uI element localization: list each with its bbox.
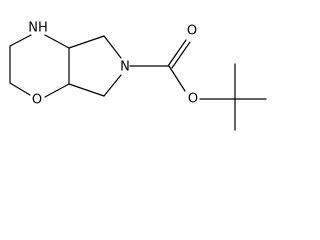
bond-carbonyl-double-2 [171,41,191,69]
bond-ch2-bottom-ch [68,83,105,97]
bond-ring-ch-nh [44,34,70,49]
atom-label-ring-o: O [32,93,42,108]
atom-label-ester-o: O [188,92,198,107]
bond-carbonyl-double-1 [167,39,187,67]
bond-ring-ch2-o-left [9,82,31,96]
bond-carbonyl-ester-o [168,65,186,92]
bond-ch2-top-n [103,35,122,59]
bond-ring-o-ch [44,83,70,98]
bond-ring-nh-ch2-left [9,34,32,47]
atom-label-ring-n: N [120,60,130,75]
bond-n-ch2-bottom [103,74,122,97]
bond-ch-ch2-top [68,35,105,49]
atom-label-nh: NH [28,21,48,36]
atom-label-carbonyl-o: O [187,24,197,39]
molecule-structure: NH N O O O [9,21,267,131]
